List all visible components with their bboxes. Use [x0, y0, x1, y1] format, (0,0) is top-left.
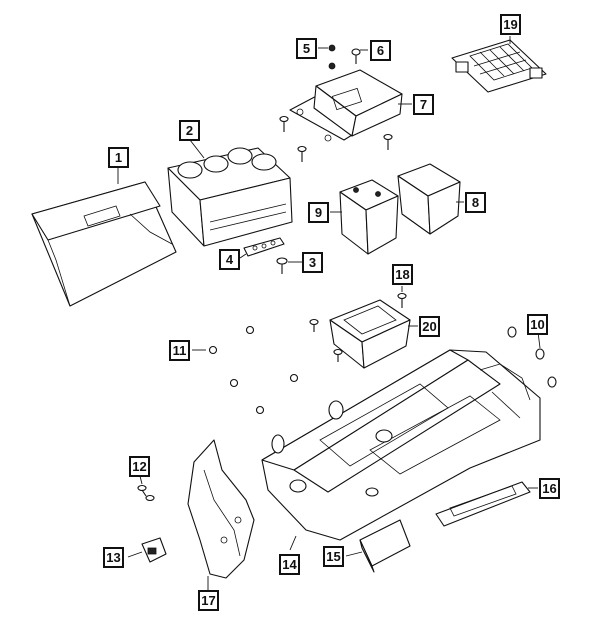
- callout-6: 6: [370, 40, 391, 61]
- part-9-aux-battery: [330, 179, 399, 255]
- part-14-battery-tray: [261, 349, 541, 551]
- callout-9: 9: [308, 202, 329, 223]
- callout-12: 12: [129, 456, 150, 477]
- part-17-side-bracket: [187, 439, 255, 590]
- part-16-trim-strip: [435, 481, 538, 527]
- part-18-bolt: [397, 286, 407, 308]
- callout-14: 14: [279, 554, 300, 575]
- callout-8: 8: [465, 192, 486, 213]
- callout-18: 18: [392, 264, 413, 285]
- callout-4: 4: [219, 249, 240, 270]
- part-13-clip: [127, 537, 167, 563]
- callout-15: 15: [323, 546, 344, 567]
- part-12-screws: [137, 475, 155, 502]
- part-1-battery-insulator: [31, 168, 177, 307]
- callout-10: 10: [527, 314, 548, 335]
- part-8-battery-cover: [397, 163, 464, 235]
- part-2-battery: [167, 139, 293, 247]
- part-19-terminal-block: [451, 36, 547, 93]
- callout-3: 3: [302, 252, 323, 273]
- callout-17: 17: [198, 590, 219, 611]
- part-5-6-nuts: [318, 44, 368, 70]
- part-7-bracket: [279, 69, 412, 162]
- part-4-hold-down-clamp: [239, 237, 285, 259]
- part-20-fuse-box: [309, 299, 418, 369]
- callout-16: 16: [539, 478, 560, 499]
- part-15-small-bracket: [345, 519, 411, 573]
- callout-11: 11: [169, 340, 190, 361]
- callout-7: 7: [413, 94, 434, 115]
- callout-20: 20: [419, 316, 440, 337]
- callout-19: 19: [500, 14, 521, 35]
- callout-5: 5: [296, 38, 317, 59]
- callout-2: 2: [179, 120, 200, 141]
- callout-1: 1: [108, 147, 129, 168]
- part-3-bolt: [276, 257, 302, 274]
- part-10-grommets: [507, 326, 557, 388]
- part-11-push-pins: [192, 325, 299, 415]
- callout-13: 13: [103, 547, 124, 568]
